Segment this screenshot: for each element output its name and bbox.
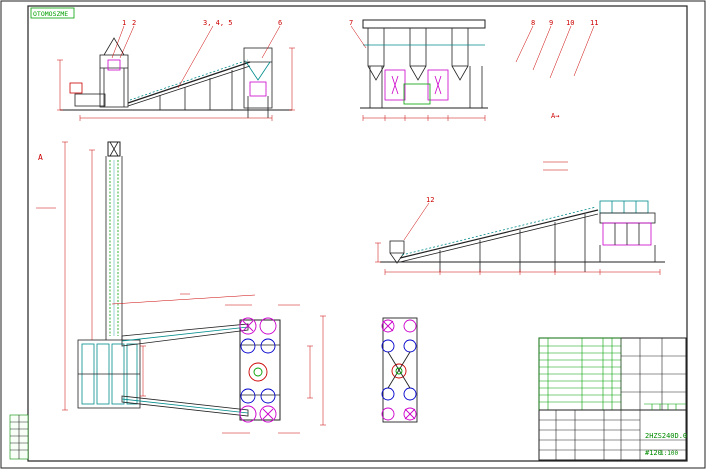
callout-2: 2: [132, 19, 136, 27]
callout-9: 9: [549, 19, 553, 27]
callout-6: 6: [278, 19, 282, 27]
corner-tag-box: [30, 7, 75, 19]
callout-8: 8: [531, 19, 535, 27]
plan-view-dims: [36, 141, 326, 434]
section-marker: [543, 161, 568, 171]
callout-12: 12: [426, 196, 434, 204]
small-plan-view: [381, 317, 418, 423]
callout-1: 1: [122, 19, 126, 27]
view-label-a: A: [38, 153, 43, 162]
callout-3-4-5: 3, 4, 5: [203, 19, 233, 27]
callout-7: 7: [349, 19, 353, 27]
conveyor-elevation-view: [380, 200, 665, 272]
title-block: [538, 337, 687, 461]
revision-strip: [9, 414, 29, 460]
drawing-frame: [27, 5, 688, 462]
front-elevation-view: [360, 19, 488, 109]
side-elevation-view: [60, 37, 292, 118]
corner-tag: OTOMOSZME: [33, 10, 68, 18]
title-block-sheet-no: #120: [645, 449, 662, 457]
front-elevation-dims: [362, 115, 486, 121]
title-block-scale: 1:100: [660, 450, 678, 457]
callout-11: 11: [590, 19, 598, 27]
plan-silos: [239, 317, 277, 423]
callout-10: 10: [566, 19, 574, 27]
view-label-b: A→: [551, 112, 559, 120]
conveyor-elevation-dims: [375, 242, 661, 275]
title-block-model: 2HZS240D.0: [645, 432, 687, 440]
plan-view: [77, 141, 281, 421]
side-elevation-dims: [57, 47, 295, 121]
callout-leaders: [111, 25, 595, 241]
